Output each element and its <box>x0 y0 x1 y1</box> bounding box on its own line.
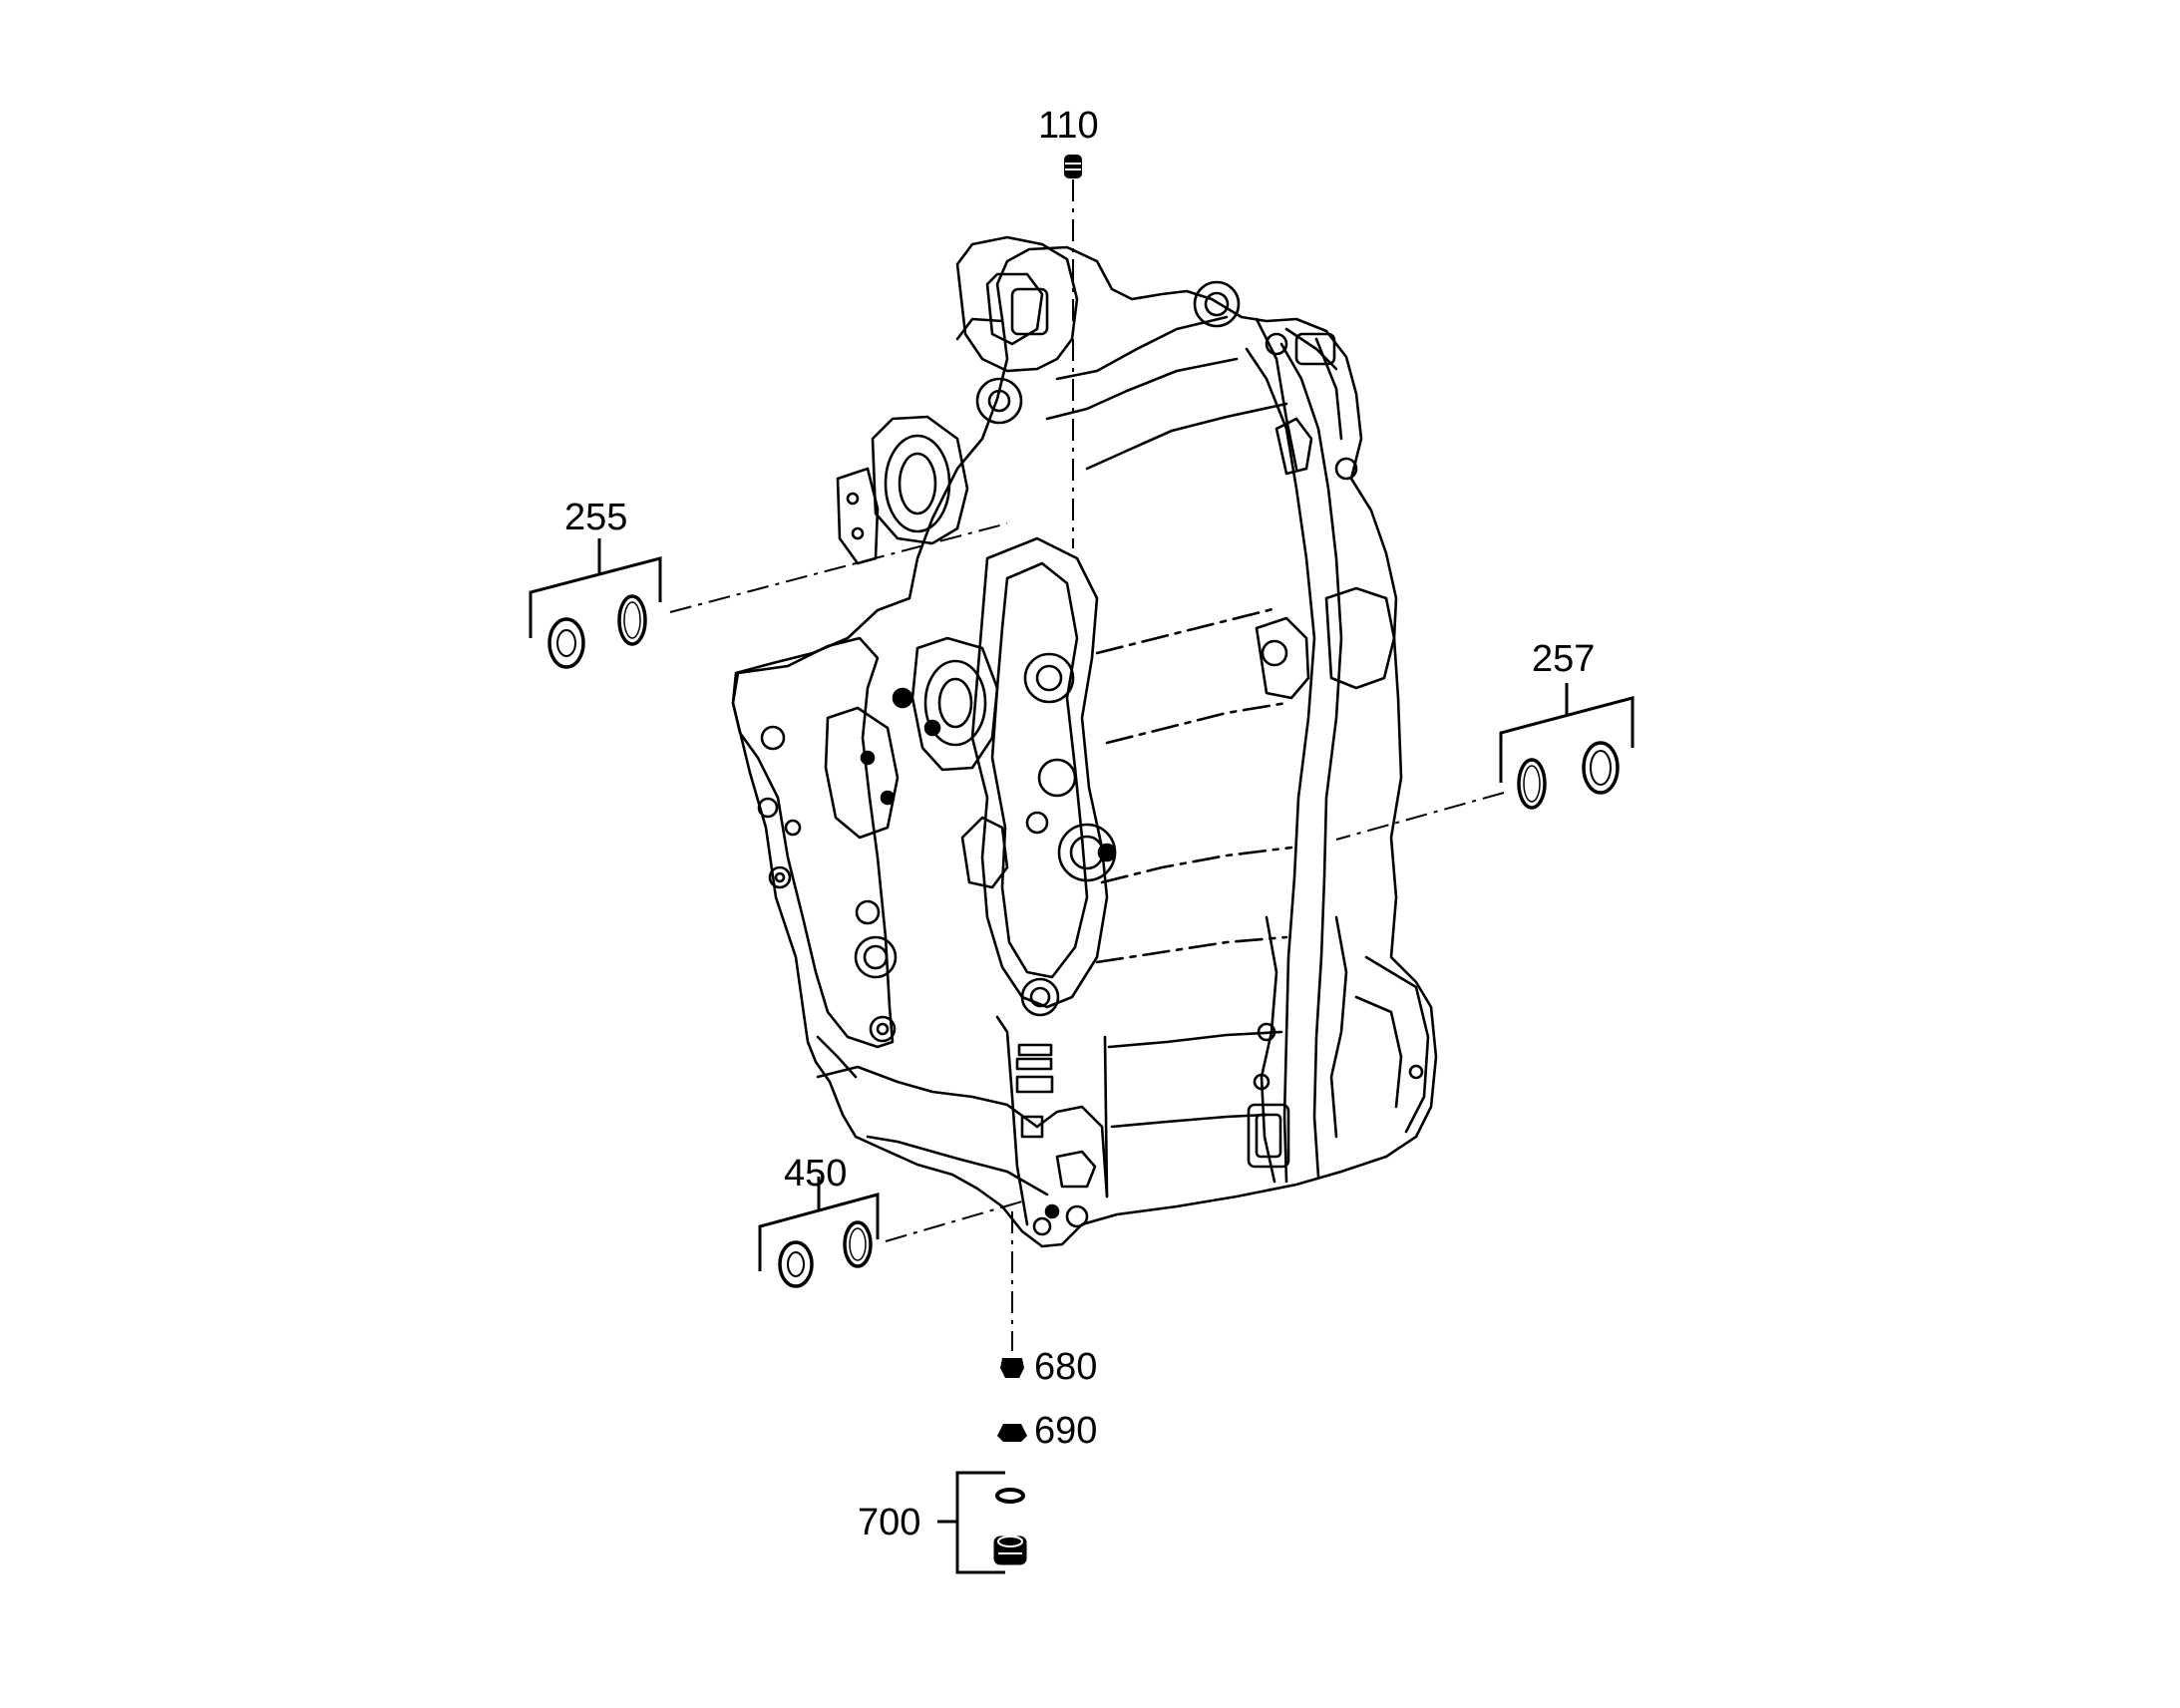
leader-line-450 <box>885 1200 1023 1242</box>
part-110-plug <box>1064 155 1082 178</box>
callout-690: 690 <box>1034 1410 1098 1452</box>
o-ring-450 <box>843 1220 873 1268</box>
part-450-kit <box>758 1177 880 1288</box>
leader-line-257 <box>1335 792 1505 841</box>
o-ring-255 <box>617 594 647 646</box>
part-690-ring <box>997 1424 1027 1442</box>
part-700-kit <box>937 1471 1027 1574</box>
seal-ring-450 <box>778 1240 814 1288</box>
seal-ring-255 <box>547 617 585 669</box>
callout-680: 680 <box>1034 1346 1098 1388</box>
leader-line-255 <box>669 522 1008 613</box>
bracket-450 <box>758 1193 880 1271</box>
o-ring-257 <box>1517 758 1547 810</box>
callout-257: 257 <box>1532 638 1596 680</box>
bracket-257 <box>1499 696 1635 783</box>
callout-255: 255 <box>564 497 628 538</box>
seal-ring-257 <box>1582 741 1620 795</box>
bracket-255 <box>529 556 662 638</box>
fitting-700 <box>993 1536 1027 1565</box>
callout-700: 700 <box>858 1502 921 1543</box>
callout-450: 450 <box>784 1153 848 1195</box>
leader-lines <box>669 179 1505 1351</box>
part-257-kit <box>1499 683 1635 810</box>
callout-110: 110 <box>1038 105 1099 147</box>
part-680-plug <box>1000 1358 1024 1378</box>
part-255-kit <box>529 538 662 669</box>
transmission-housing <box>731 235 1438 1248</box>
washer-700 <box>995 1488 1025 1504</box>
